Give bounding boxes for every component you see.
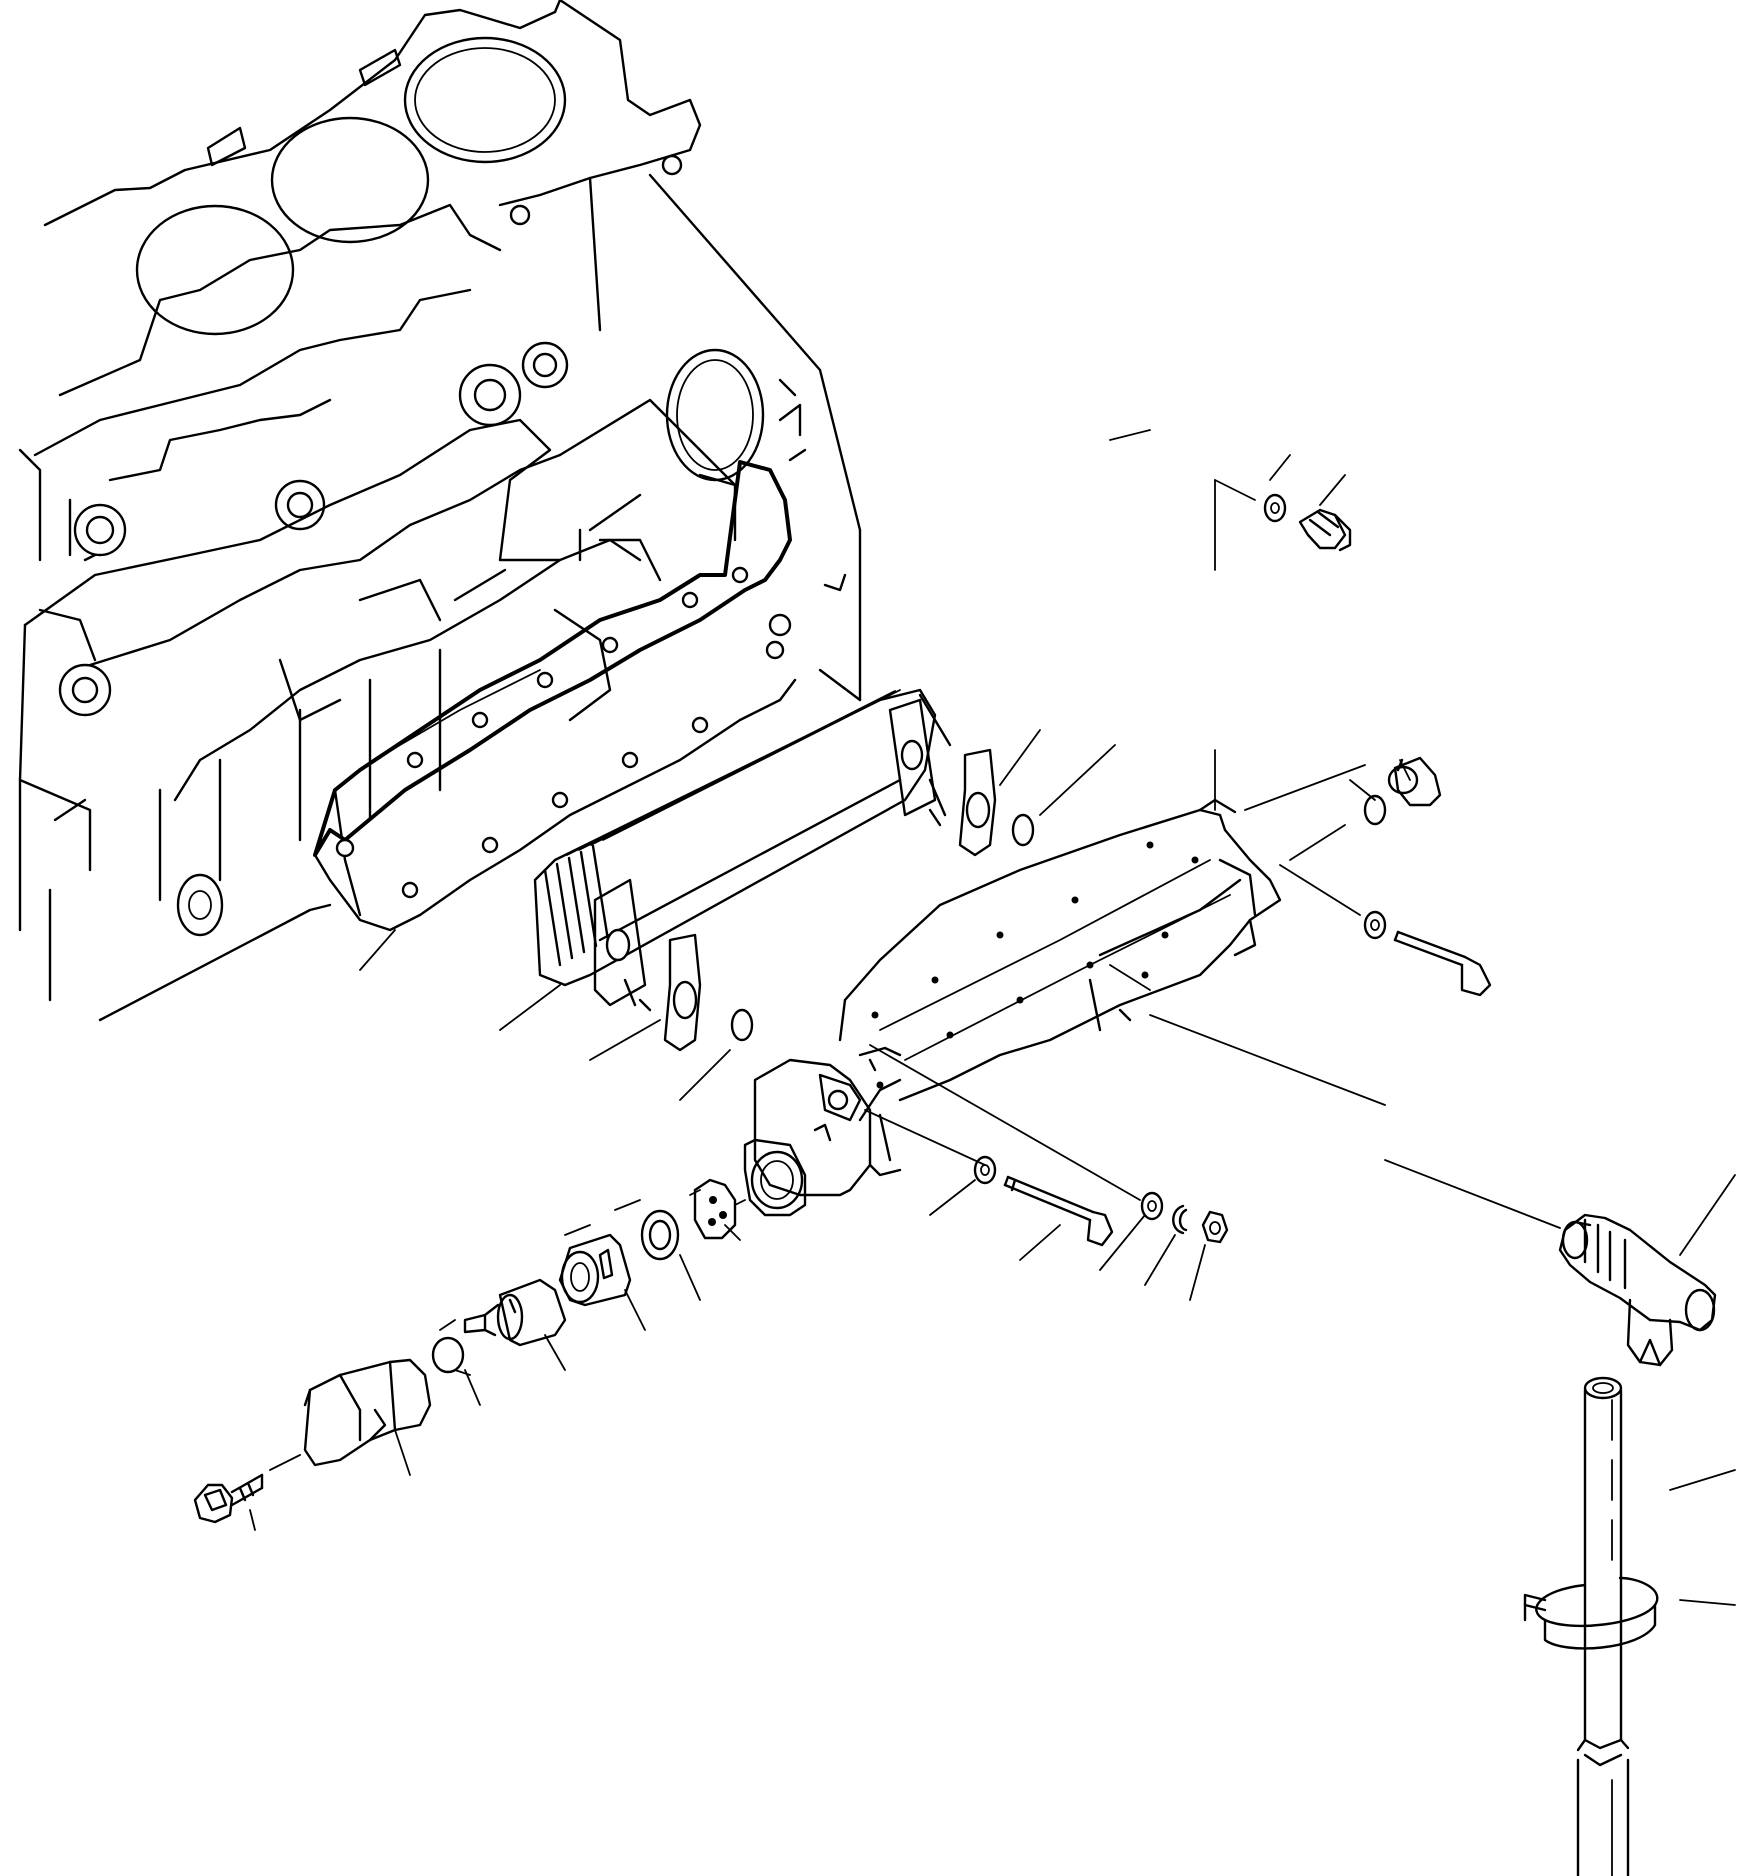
- o-ring-upper: [1011, 813, 1035, 847]
- leader-lines: [249, 454, 1736, 1606]
- stud-lock-washer: [1172, 1204, 1188, 1235]
- plug-o-ring: [1363, 794, 1387, 826]
- valve-sleeve: [558, 1233, 632, 1307]
- valve-seat: [693, 1178, 737, 1240]
- valve-cap: [303, 1358, 432, 1467]
- cover-washer-top: [1263, 493, 1287, 523]
- oil-cooler-cover: [743, 798, 1282, 1217]
- regulator-valve: [463, 1278, 567, 1347]
- valve-seal: [640, 1209, 680, 1261]
- o-ring-lower: [730, 1008, 754, 1042]
- oil-cooler-gasket: [313, 460, 797, 932]
- valve-o-ring: [431, 1336, 465, 1374]
- cover-washer-mid: [1363, 910, 1387, 940]
- tee-fitting: [1558, 1213, 1717, 1367]
- stud-washer: [1140, 1191, 1164, 1221]
- cover-bolt-mid: [1393, 930, 1492, 997]
- stud-nut: [1201, 1210, 1229, 1244]
- oil-cooler-element: [533, 688, 952, 1012]
- center-lines: [269, 429, 1561, 1471]
- element-gasket-lower: [663, 933, 702, 1052]
- drain-pipe: [1576, 1376, 1630, 1876]
- cover-plug: [1387, 756, 1442, 807]
- cover-bolt-top: [1298, 508, 1352, 552]
- pipe-clamp: [1523, 1576, 1659, 1650]
- cylinder-block: [18, 0, 862, 1022]
- cap-bolt: [193, 1473, 264, 1524]
- cover-bolt-long: [1003, 1175, 1114, 1247]
- element-gasket-upper: [958, 748, 997, 857]
